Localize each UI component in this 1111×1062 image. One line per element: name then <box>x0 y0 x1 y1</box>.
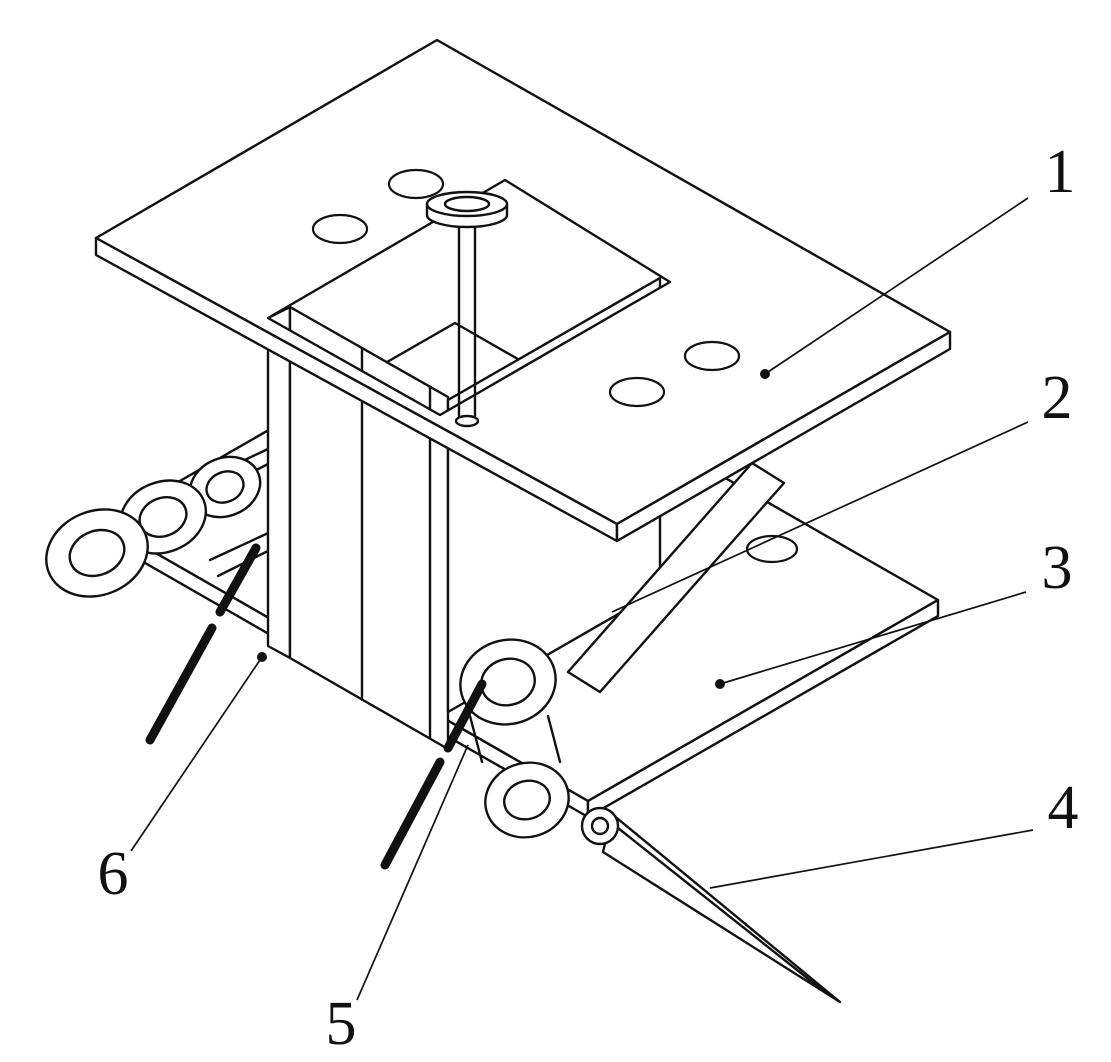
lower-plate-hole <box>745 534 799 564</box>
top-plate-hole <box>311 213 369 245</box>
clamp-bolt <box>425 190 509 428</box>
roller <box>45 508 149 598</box>
top-plate-hole <box>387 168 445 200</box>
part-label-5: 5 <box>326 990 357 1058</box>
wedge-foot <box>580 806 842 1004</box>
left-roller-assembly <box>45 446 296 598</box>
part-label-6: 6 <box>98 840 129 908</box>
leader-line-2 <box>611 421 1029 613</box>
hinge-cylinder <box>459 638 557 726</box>
part-label-3: 3 <box>1042 534 1073 602</box>
leader-line-1 <box>760 197 1029 379</box>
hinge-pins <box>145 543 487 870</box>
lower-hinge-pin <box>380 679 487 870</box>
part-label-1: 1 <box>1045 138 1076 206</box>
part-label-2: 2 <box>1042 364 1073 432</box>
inclined-brace <box>566 461 786 694</box>
part-label-4: 4 <box>1048 774 1079 842</box>
top-plate-hole <box>608 376 666 408</box>
top-plate <box>94 38 952 543</box>
hinge-cylinder <box>484 761 570 839</box>
center-hinge <box>459 638 570 839</box>
leader-line-3 <box>715 591 1027 689</box>
top-plate-hole <box>683 340 741 372</box>
leader-line-4 <box>709 829 1034 889</box>
upper-hinge-pin <box>145 543 261 745</box>
leader-line-6 <box>130 652 267 852</box>
roller <box>188 455 262 519</box>
leader-line-5 <box>356 744 469 1001</box>
hinge-curl-icon <box>580 806 620 846</box>
